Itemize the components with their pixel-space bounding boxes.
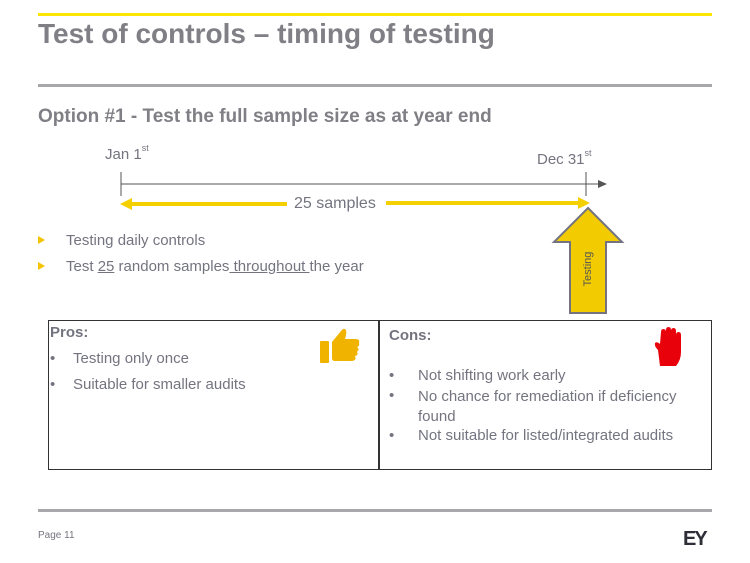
timeline-end-label: Dec 31st (537, 148, 592, 168)
bullet-random-samples: Test 25 random samples throughout the ye… (38, 258, 364, 275)
top-accent-rule (38, 13, 712, 16)
span-arrow-left-head (120, 198, 132, 210)
footer-divider (38, 509, 712, 512)
span-samples-label: 25 samples (294, 195, 376, 212)
bullet-daily-controls: Testing daily controls (38, 232, 205, 249)
pros-item: •Suitable for smaller audits (50, 376, 246, 393)
bullet-text: Testing daily controls (66, 232, 206, 249)
pros-item-text: Suitable for smaller audits (73, 376, 246, 393)
page-number: Page 11 (38, 530, 75, 541)
ey-logo: EY (683, 528, 708, 550)
timeline-axis-arrowhead (598, 180, 607, 188)
pros-item-text: Testing only once (73, 350, 189, 367)
timeline-end-text: Dec 31 (537, 151, 585, 168)
cons-item: •Not suitable for listed/integrated audi… (389, 427, 674, 444)
bullet-text-pre: Test (66, 258, 98, 275)
bullet-text-underlined-count: 25 (97, 258, 115, 275)
cons-item: •Not shifting work early (389, 367, 566, 384)
pros-item: •Testing only once (50, 350, 189, 367)
cons-item-text: No chance for remediation if deficiency … (418, 388, 677, 425)
slide-title: Test of controls – timing of testing (38, 18, 495, 49)
cons-item: •No chance for remediation if deficiency… (389, 387, 709, 427)
timeline-start-sup: st (141, 143, 149, 153)
bullet-triangle-icon (38, 236, 45, 244)
timeline-start-text: Jan 1 (105, 146, 142, 163)
cons-box: Cons: •Not shifting work early •No chanc… (379, 320, 712, 470)
bullet-text-post: the year (309, 258, 364, 275)
testing-up-arrow (551, 206, 625, 314)
span-arrow-right-head (578, 197, 590, 209)
thumbs-up-icon (320, 328, 360, 363)
cons-item-text: Not suitable for listed/integrated audit… (418, 427, 674, 444)
pros-box: Pros: •Testing only once •Suitable for s… (48, 320, 379, 470)
cons-title: Cons: (389, 327, 432, 344)
bullet-text-underlined-throughout: throughout (229, 258, 310, 275)
slide-subtitle: Option #1 - Test the full sample size as… (38, 106, 492, 127)
timeline-start-label: Jan 1st (105, 143, 149, 163)
pros-title: Pros: (50, 324, 89, 341)
timeline-end-sup: st (584, 148, 592, 158)
testing-label: Testing (582, 251, 594, 287)
title-divider (38, 84, 712, 87)
bullet-text-mid: random samples (114, 258, 230, 275)
stop-hand-icon (654, 327, 681, 366)
bullet-triangle-icon (38, 262, 45, 270)
cons-item-text: Not shifting work early (418, 367, 566, 384)
